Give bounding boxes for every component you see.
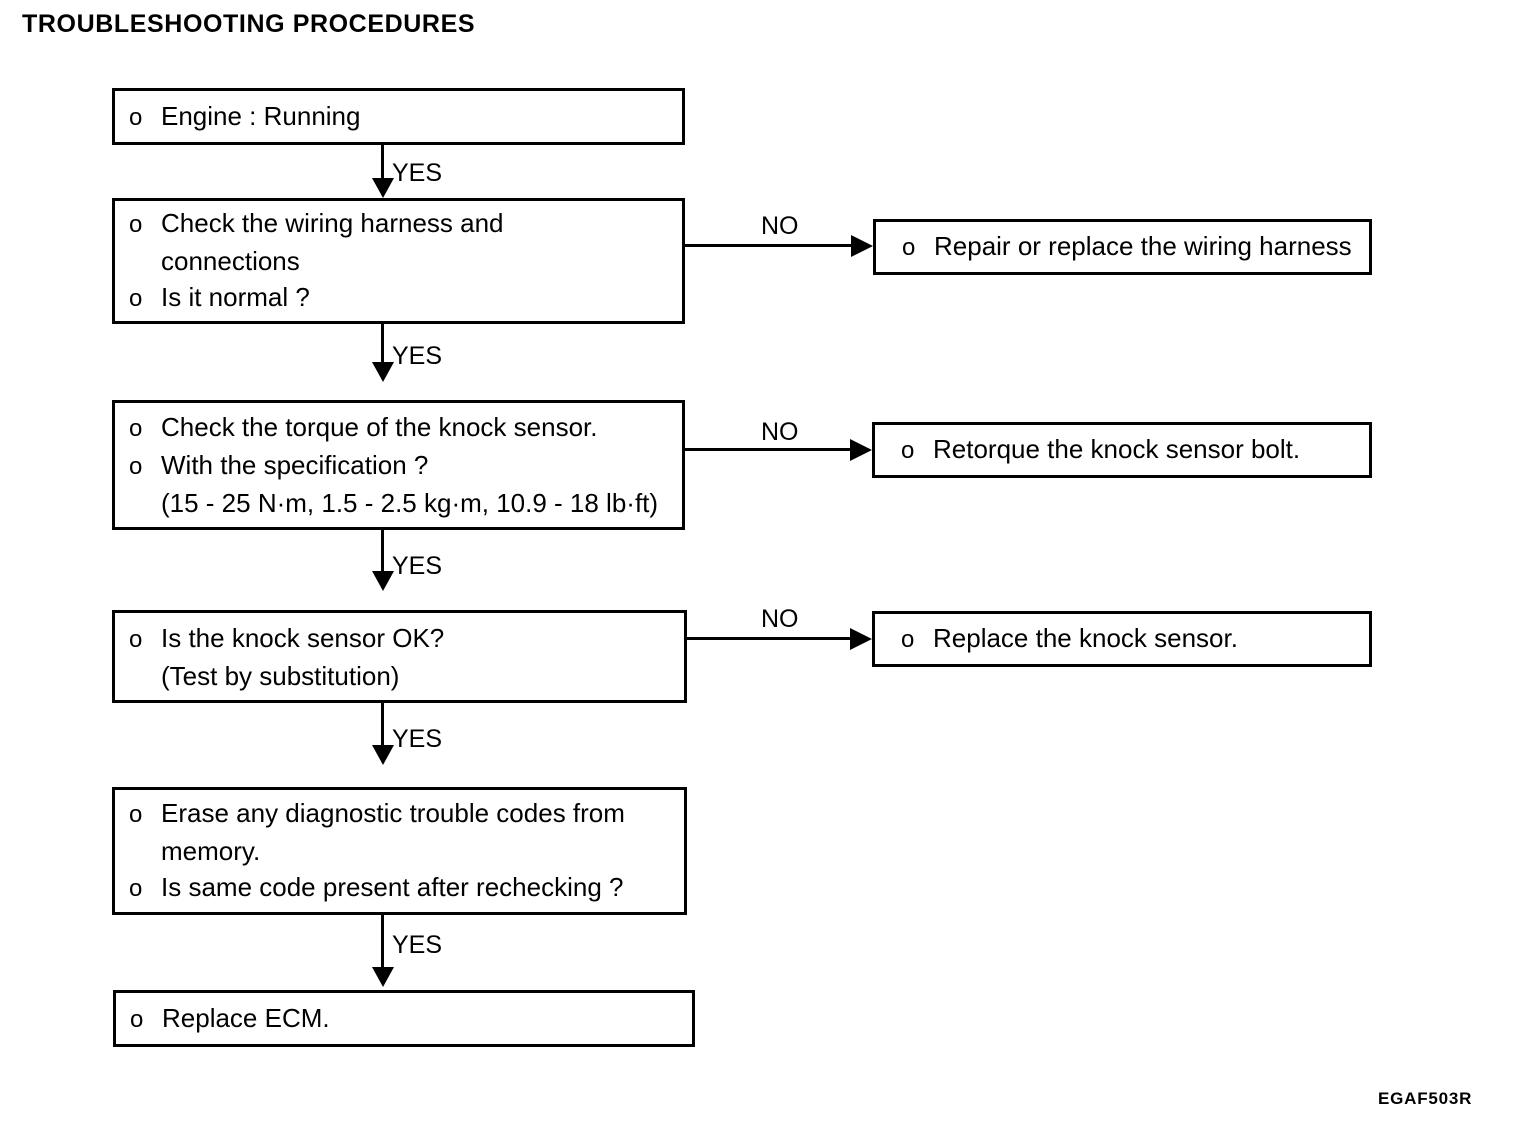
node-line: memory.	[129, 833, 674, 869]
node-line: o Check the wiring harness and	[129, 205, 672, 243]
node-line-text: (15 - 25 N·m, 1.5 - 2.5 kg·m, 10.9 - 18 …	[161, 488, 659, 518]
arrow-down-yes-4	[372, 745, 394, 765]
connector-no-1	[685, 244, 855, 247]
connector-yes-1	[381, 145, 384, 195]
node-line-text: memory.	[161, 836, 261, 866]
connector-yes-3	[381, 530, 384, 588]
figure-code-label: EGAF503R	[1378, 1089, 1473, 1108]
node-line-text: With the specification ?	[161, 450, 429, 480]
bullet-marker: o	[129, 801, 143, 828]
node-line: o With the specification ?	[129, 447, 672, 485]
bullet-marker: o	[129, 453, 143, 480]
node-line-text: Replace the knock sensor.	[933, 623, 1238, 653]
node-line: connections	[129, 243, 672, 279]
edge-label-no-3: NO	[761, 605, 799, 633]
node-line-text: Retorque the knock sensor bolt.	[933, 434, 1301, 464]
bullet-marker: o	[130, 1005, 144, 1033]
edge-label-yes-4: YES	[392, 725, 443, 753]
node-line-text: Check the wiring harness and	[161, 208, 504, 238]
node-check-wiring-harness: o Check the wiring harness and connectio…	[112, 198, 685, 324]
node-line: o Is same code present after rechecking …	[129, 869, 674, 907]
node-line: o Retorque the knock sensor bolt.	[901, 431, 1359, 469]
node-replace-knock-sensor: o Replace the knock sensor.	[872, 611, 1372, 667]
edge-label-yes-2: YES	[392, 342, 443, 370]
bullet-marker: o	[129, 415, 143, 442]
node-line: o Engine : Running	[129, 98, 672, 136]
node-check-torque: o Check the torque of the knock sensor. …	[112, 400, 685, 530]
bullet-marker: o	[901, 626, 915, 653]
bullet-marker: o	[129, 211, 143, 238]
arrow-down-yes-1	[372, 178, 394, 198]
node-erase-codes: o Erase any diagnostic trouble codes fro…	[112, 787, 687, 915]
node-repair-replace-wiring-harness: o Repair or replace the wiring harness	[873, 219, 1372, 275]
node-knock-sensor-ok: o Is the knock sensor OK? (Test by subst…	[112, 610, 687, 703]
connector-no-3	[687, 637, 854, 640]
node-line: o Is it normal ?	[129, 279, 672, 317]
bullet-marker: o	[129, 625, 143, 653]
bullet-marker: o	[129, 103, 143, 131]
edge-label-yes-1: YES	[392, 159, 443, 187]
node-line: o Is the knock sensor OK?	[129, 620, 674, 658]
node-line-text: (Test by substitution)	[161, 660, 400, 691]
bullet-marker: o	[129, 875, 143, 902]
arrow-down-yes-3	[372, 571, 394, 591]
bullet-marker: o	[129, 285, 143, 312]
edge-label-no-1: NO	[761, 212, 799, 240]
node-line-text: Check the torque of the knock sensor.	[161, 412, 598, 442]
node-line: o Replace ECM.	[130, 1000, 682, 1038]
node-line-text: connections	[161, 246, 300, 276]
arrow-down-yes-2	[372, 362, 394, 382]
node-line-text: Repair or replace the wiring harness	[934, 231, 1352, 261]
node-line: o Check the torque of the knock sensor.	[129, 409, 672, 447]
connector-yes-5	[381, 915, 384, 973]
node-line-text: Is same code present after rechecking ?	[161, 872, 624, 902]
node-line: (Test by substitution)	[129, 658, 674, 694]
bullet-marker: o	[901, 437, 915, 464]
node-engine-running: o Engine : Running	[112, 88, 685, 145]
arrow-down-yes-5	[372, 967, 394, 987]
arrow-right-no-1	[851, 235, 873, 257]
node-line-text: Engine : Running	[161, 100, 361, 131]
node-retorque-bolt: o Retorque the knock sensor bolt.	[872, 422, 1372, 478]
connector-no-2	[685, 448, 854, 451]
node-line-text: Is it normal ?	[161, 282, 310, 312]
edge-label-yes-5: YES	[392, 931, 443, 959]
node-replace-ecm: o Replace ECM.	[113, 990, 695, 1047]
node-line: o Replace the knock sensor.	[901, 620, 1359, 658]
connector-yes-2	[381, 324, 384, 379]
node-line-text: Is the knock sensor OK?	[161, 622, 445, 653]
arrow-right-no-2	[850, 439, 872, 461]
node-line: o Repair or replace the wiring harness	[902, 228, 1359, 266]
connector-yes-4	[381, 703, 384, 761]
edge-label-no-2: NO	[761, 418, 799, 446]
arrow-right-no-3	[850, 628, 872, 650]
bullet-marker: o	[902, 234, 916, 261]
node-line-text: Replace ECM.	[162, 1002, 330, 1033]
page-title: TROUBLESHOOTING PROCEDURES	[22, 10, 476, 38]
node-line: o Erase any diagnostic trouble codes fro…	[129, 795, 674, 833]
node-line-text: Erase any diagnostic trouble codes from	[161, 798, 625, 828]
node-line: (15 - 25 N·m, 1.5 - 2.5 kg·m, 10.9 - 18 …	[129, 485, 672, 521]
edge-label-yes-3: YES	[392, 552, 443, 580]
